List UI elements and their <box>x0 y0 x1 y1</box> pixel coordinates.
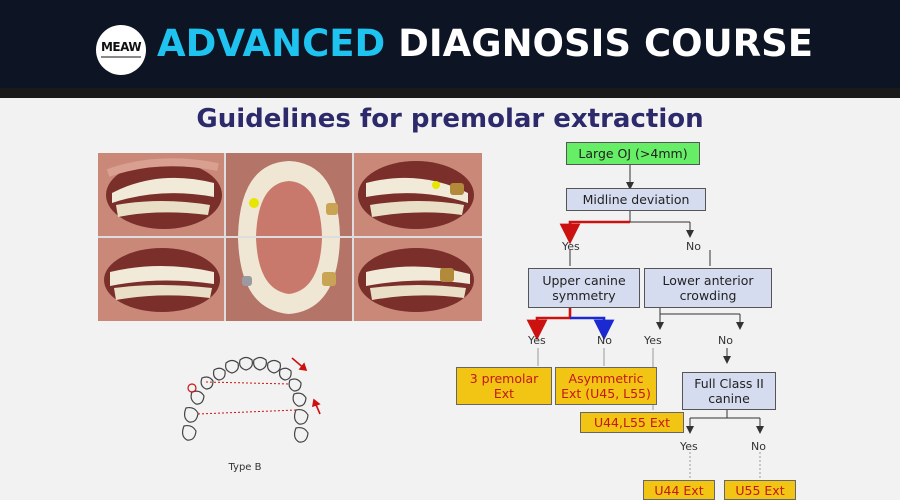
photo-lower-occlusal <box>226 238 352 321</box>
node-full-class-line2: canine <box>708 391 750 406</box>
intraoral-photo-grid <box>98 153 482 321</box>
logo-underline <box>101 56 141 58</box>
label-yes-upper-canine: Yes <box>528 334 546 347</box>
logo-text: MEAW <box>100 40 142 54</box>
node-3-premolar-line1: 3 premolar <box>469 371 539 386</box>
node-3-premolar-ext: 3 premolar Ext <box>456 367 552 405</box>
node-lower-anterior-line1: Lower anterior <box>662 273 754 288</box>
node-3-premolar-line2: Ext <box>493 386 515 401</box>
meaw-logo: MEAW <box>96 25 146 75</box>
slide-title: Guidelines for premolar extraction <box>196 104 704 134</box>
node-lower-anterior-line2: crowding <box>679 288 737 303</box>
photo-left-lateral <box>354 153 482 236</box>
course-title-rest: DIAGNOSIS COURSE <box>398 22 814 65</box>
banner-divider <box>0 88 900 98</box>
node-asymmetric-line1: Asymmetric <box>568 371 644 386</box>
label-no-midline: No <box>686 240 701 253</box>
course-title-accent: ADVANCED <box>157 22 386 65</box>
photo-right-lateral-2 <box>98 238 224 321</box>
node-asymmetric-ext: Asymmetric Ext (U45, L55) <box>555 367 657 405</box>
node-upper-canine-line2: symmetry <box>552 288 616 303</box>
node-lower-anterior-crowding: Lower anterior crowding <box>644 268 772 308</box>
course-title: ADVANCED DIAGNOSIS COURSE <box>157 22 813 65</box>
node-upper-canine-line1: Upper canine <box>542 273 626 288</box>
extraction-flowchart: Large OJ (>4mm) Midline deviation Yes No… <box>440 138 880 500</box>
course-banner: MEAW ADVANCED DIAGNOSIS COURSE <box>0 0 900 88</box>
node-upper-canine-symmetry: Upper canine symmetry <box>528 268 640 308</box>
photo-right-lateral <box>98 153 224 236</box>
node-full-class-ii-canine: Full Class II canine <box>682 372 776 410</box>
photo-left-lateral-2 <box>354 238 482 321</box>
node-full-class-line1: Full Class II <box>694 376 764 391</box>
label-yes-midline: Yes <box>562 240 580 253</box>
node-asymmetric-line2: Ext (U45, L55) <box>561 386 651 401</box>
node-u55-ext: U55 Ext <box>724 480 796 500</box>
label-no-class-ii: No <box>751 440 766 453</box>
node-large-oj: Large OJ (>4mm) <box>566 142 700 165</box>
photo-upper-occlusal <box>226 153 352 236</box>
dental-arch-diagram <box>181 356 321 443</box>
node-u44-l55-ext: U44,L55 Ext <box>580 412 684 433</box>
label-yes-class-ii: Yes <box>680 440 698 453</box>
label-yes-lower-anterior: Yes <box>644 334 662 347</box>
label-no-upper-canine: No <box>597 334 612 347</box>
node-midline-deviation: Midline deviation <box>566 188 706 211</box>
arch-caption: Type B <box>228 462 262 473</box>
label-no-lower-anterior: No <box>718 334 733 347</box>
node-u44-ext: U44 Ext <box>643 480 715 500</box>
